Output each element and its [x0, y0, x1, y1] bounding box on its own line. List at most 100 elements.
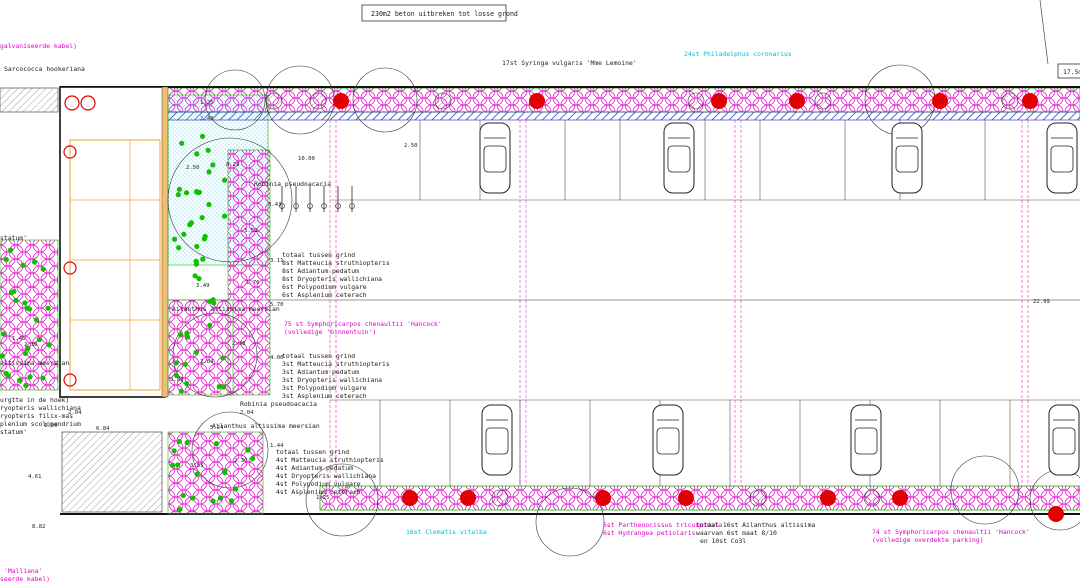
green-shrub-marker: [33, 317, 40, 323]
green-shrub-marker: [228, 498, 235, 504]
car: [652, 404, 684, 476]
dim-label: 10.00: [298, 156, 315, 162]
label-robinia-bottom: Robinia pseudoacacia: [240, 400, 317, 408]
car: [479, 122, 511, 194]
green-shrub-marker: [184, 330, 190, 336]
red-tree-markers: [333, 93, 1064, 522]
dim-label: 4.00: [270, 355, 283, 361]
dim-label: 3.53: [244, 228, 257, 234]
label-robinia-top: Robinia pseudoacacia: [254, 180, 331, 188]
green-shrub-marker: [178, 388, 184, 394]
left-orange-rooms: [69, 139, 161, 391]
fern-list-line: 3st Adiantum pedatum: [282, 368, 359, 376]
green-shrub-marker: [171, 448, 177, 454]
green-shrub-marker: [0, 331, 7, 337]
green-shrub-marker: [181, 231, 187, 237]
bike-wheel: [293, 203, 299, 209]
green-shrub-marker: [177, 332, 184, 338]
green-shrub-marker: [170, 462, 176, 468]
label-symphoricarpos-bottom2: (volledige overdekte parking): [872, 536, 984, 544]
green-shrub-marker: [194, 243, 200, 250]
green-shrub-marker: [245, 447, 251, 453]
green-shrub-marker: [20, 262, 26, 268]
red-tree-marker: [892, 490, 908, 506]
green-shrub-marker: [22, 300, 28, 306]
green-shrub-marker: [216, 384, 222, 390]
top-right-box: [1057, 63, 1080, 79]
green-shrub-marker: [210, 162, 216, 168]
green-shrub-marker: [194, 151, 200, 157]
green-shrub-marker: [176, 245, 182, 251]
green-shrub-marker: [40, 375, 46, 381]
green-shrub-marker: [193, 349, 199, 355]
dim-label: 2.04: [240, 410, 254, 416]
label-left-mixed1: urgtte in de hoek): [0, 396, 69, 404]
top-right-label: 17.5m: [1063, 68, 1080, 76]
green-shrub-marker: [175, 192, 181, 198]
dim-label: 2.10: [232, 341, 245, 347]
hatched-tree-symbol: [749, 489, 767, 507]
label-ailanthus-total: totaal 16st Ailanthus altissima: [696, 521, 815, 529]
hatched-tree-symbol: [265, 92, 283, 110]
green-shrub-marker: [31, 259, 38, 265]
label-clematis: 16st Clematis vitalba: [406, 528, 487, 536]
green-shrub-marker: [192, 273, 198, 279]
red-tree-marker: [460, 490, 476, 506]
green-shrub-marker: [217, 495, 223, 501]
dim-label: 3.49: [196, 283, 209, 289]
site-boundary-right: [1039, 0, 1049, 65]
label-syringa: 17st Syringa vulgaris 'Mme Lemoine': [502, 59, 637, 67]
dim-label: 3.82: [170, 377, 183, 383]
green-shrub-marker: [190, 495, 196, 501]
left-hedge-strip: [0, 87, 59, 113]
red-tree-marker: [1048, 506, 1064, 522]
dim-label: 2.10: [24, 342, 37, 348]
red-tree-marker: [678, 490, 694, 506]
red-tree-marker: [333, 93, 349, 109]
dim-22-99: 22.99: [1033, 299, 1050, 305]
green-shrub-marker: [184, 440, 190, 446]
dim-label: 1.76: [246, 280, 259, 286]
fern-list-line: 8st Adiantum pedatum: [282, 267, 359, 275]
fern-list-line: 3st Asplenium ceterach: [282, 392, 367, 400]
green-shrub-marker: [250, 455, 256, 462]
red-tree-marker: [932, 93, 948, 109]
parked-cars: [479, 122, 1080, 476]
dim-label: 3.11: [270, 258, 283, 264]
label-symphoricarpos-mid2: (volledige 'binnentuin'): [284, 328, 376, 336]
bike-wheel: [321, 203, 327, 209]
label-ailanthus-mid: Ailanthus altissima meersian: [172, 305, 280, 313]
hatched-tree-symbol: [491, 489, 509, 507]
hatched-tree-symbol: [814, 92, 832, 110]
hatched-tree-symbol: [687, 92, 705, 110]
green-shrub-marker: [172, 236, 178, 242]
green-shrub-marker: [195, 189, 201, 196]
label-ailanthus-total2: waarvan 6st maat 8/10: [696, 529, 777, 537]
fern-list-line: 4st Matteucia struthiopteris: [276, 456, 384, 464]
green-shrub-marker: [176, 438, 182, 445]
green-shrub-marker: [233, 486, 239, 492]
green-shrub-marker: [23, 382, 29, 388]
green-shrub-marker: [210, 297, 216, 303]
hatched-tree-symbol: [434, 92, 452, 110]
green-shrub-marker: [207, 322, 213, 328]
label-symphoricarpos-bottom: 74 st Symphoricarpos chenaultii 'Hancock…: [872, 528, 1030, 536]
dim-label: 2.04: [68, 410, 82, 416]
courtyard-lower-hedge: [167, 299, 234, 396]
green-shrub-marker: [202, 233, 208, 240]
left-building: [59, 86, 166, 398]
green-shrub-marker: [221, 213, 228, 219]
left-garden-block: [0, 239, 59, 391]
green-shrub-marker: [182, 361, 188, 367]
green-shrub-marker: [46, 342, 52, 348]
green-shrub-marker: [200, 256, 206, 262]
dim-label: 4.61: [28, 474, 41, 480]
green-shrub-marker: [9, 289, 15, 296]
dim-label: 2.30: [234, 458, 247, 464]
green-shrub-marker: [221, 384, 227, 390]
fern-list-line: 3st Matteucia struthiopteris: [282, 360, 390, 368]
label-left-mixed2: ryopteris wallichiana: [0, 404, 81, 412]
red-tree-marker: [595, 490, 611, 506]
